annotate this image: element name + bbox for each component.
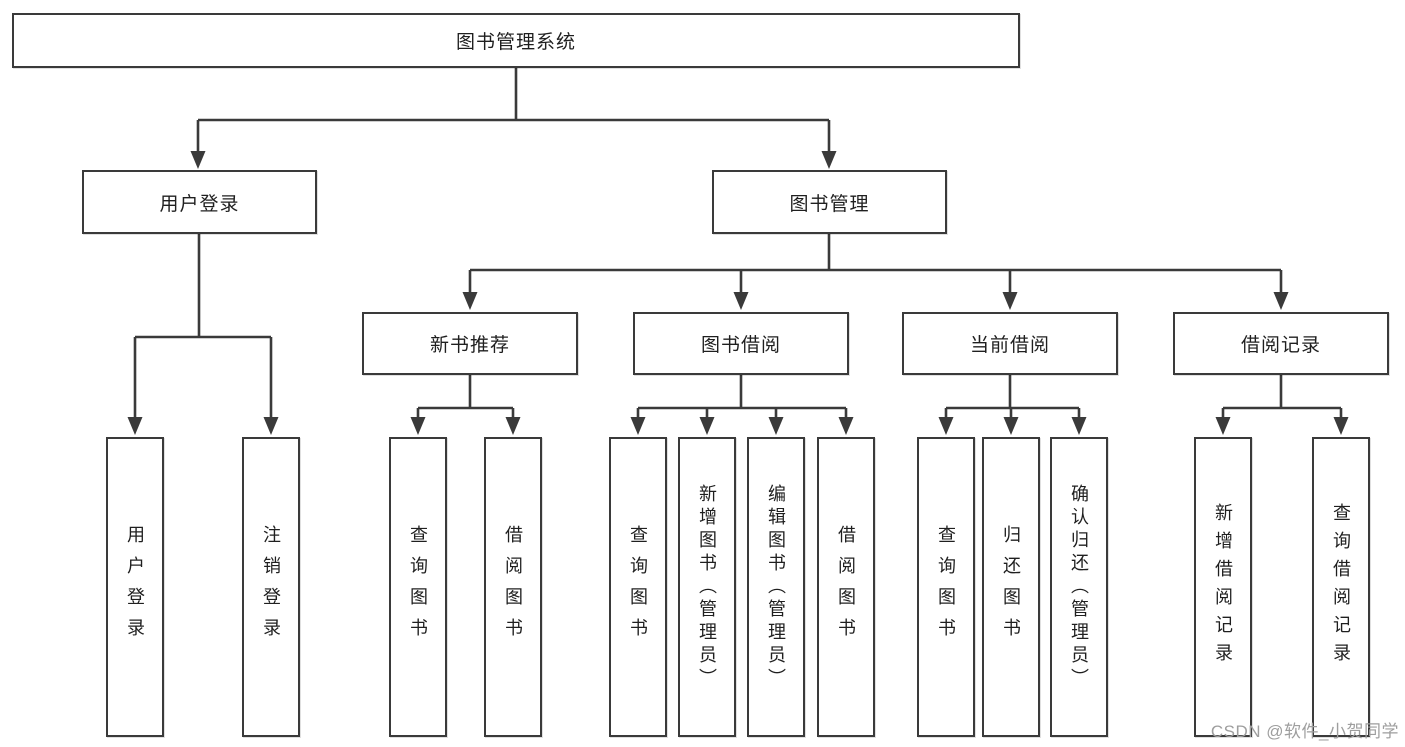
leaf-query-books-borrow: 查询图书 bbox=[609, 437, 667, 737]
leaf-query-books-current: 查询图书 bbox=[917, 437, 975, 737]
leaf-add-borrow-record: 新增借阅记录 bbox=[1194, 437, 1252, 737]
leaf-user-login: 用户登录 bbox=[106, 437, 164, 737]
leaf-edit-book-admin: 编辑图书（管理员） bbox=[747, 437, 805, 737]
leaf-borrow-books: 借阅图书 bbox=[817, 437, 875, 737]
node-book-management: 图书管理 bbox=[712, 170, 947, 234]
watermark: CSDN @软件_小贺同学 bbox=[1210, 722, 1399, 741]
leaf-add-book-admin: 新增图书（管理员） bbox=[678, 437, 736, 737]
leaf-borrow-books-recommend: 借阅图书 bbox=[484, 437, 542, 737]
node-user-login: 用户登录 bbox=[82, 170, 317, 234]
leaf-confirm-return-admin: 确认归还（管理员） bbox=[1050, 437, 1108, 737]
node-book-borrow: 图书借阅 bbox=[633, 312, 849, 375]
node-new-book-recommend: 新书推荐 bbox=[362, 312, 578, 375]
leaf-logout: 注销登录 bbox=[242, 437, 300, 737]
node-current-borrow: 当前借阅 bbox=[902, 312, 1118, 375]
node-borrow-records: 借阅记录 bbox=[1173, 312, 1389, 375]
node-root: 图书管理系统 bbox=[12, 13, 1020, 68]
leaf-query-books-recommend: 查询图书 bbox=[389, 437, 447, 737]
leaf-return-book: 归还图书 bbox=[982, 437, 1040, 737]
leaf-query-borrow-record: 查询借阅记录 bbox=[1312, 437, 1370, 737]
